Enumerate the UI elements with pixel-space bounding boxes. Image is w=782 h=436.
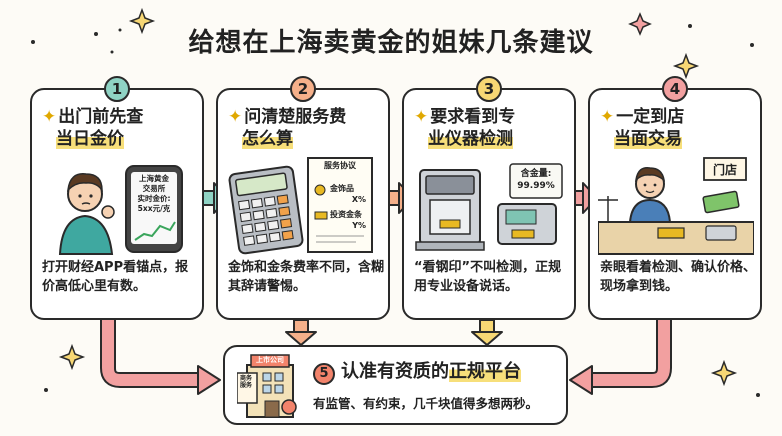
step-desc-2: 金饰和金条费率不同，含糊其辞请警惕。 bbox=[228, 260, 385, 294]
sparkle-icon: ✦ bbox=[228, 107, 243, 127]
sparkle-star-top-right bbox=[628, 12, 652, 36]
step-desc-1: 打开财经APP看锚点，报价高低心里有数。 bbox=[42, 260, 189, 294]
step-heading-4-line1: 一定到店 bbox=[616, 107, 685, 127]
building-plate-text: 商务服务 bbox=[239, 375, 252, 389]
arrow-3-down bbox=[471, 319, 503, 346]
illustration-store-counter: 门店 bbox=[597, 156, 755, 256]
step-heading-2-line2: 怎么算 bbox=[242, 129, 293, 149]
arrow-2-down bbox=[285, 319, 317, 346]
step-badge-3: 3 bbox=[476, 76, 502, 102]
step-desc-3: “看钢印”不叫检测，正规用专业设备说话。 bbox=[414, 260, 562, 294]
illustration-person-with-phone: 上海黄金 交易所 实时金价: 5xx元/克 bbox=[40, 156, 196, 256]
step-heading-2-line1: 问清楚服务费 bbox=[244, 107, 347, 127]
sparkle-icon: ✦ bbox=[42, 107, 57, 127]
illustration-testing-machine: 含金量: 99.99% bbox=[412, 156, 568, 256]
step-card-4: 4 ✦一定到店 当面交易 门店 亲眼看着检测、确认价格、现场拿到钱。 bbox=[588, 76, 762, 320]
phone-text-line4: 5xx元/克 bbox=[137, 204, 171, 213]
purity-label: 含金量: bbox=[520, 169, 552, 179]
sparkle-star-bottom-left bbox=[58, 343, 86, 371]
step-heading-3: ✦要求看到专 业仪器检测 bbox=[414, 106, 570, 150]
arrow-4-to-final bbox=[569, 320, 672, 395]
store-sign-text: 门店 bbox=[712, 163, 737, 177]
agreement-item-2: 投资金条 bbox=[330, 210, 362, 219]
agreement-rate-2: Y% bbox=[352, 221, 366, 230]
page-title: 给想在上海卖黄金的姐妹几条建议 bbox=[188, 28, 594, 58]
final-heading-prefix: 认准有资质的 bbox=[341, 361, 449, 382]
sparkle-icon: ✦ bbox=[600, 107, 615, 127]
purity-value: 99.99% bbox=[517, 181, 555, 191]
sparkle-star-right bbox=[672, 52, 700, 80]
step-card-3: 3 ✦要求看到专 业仪器检测 含金量: 99.99% “看钢印”不叫检测，正规用… bbox=[402, 76, 576, 320]
building-icon bbox=[237, 354, 297, 418]
phone-text-line3: 实时金价: bbox=[137, 194, 171, 203]
final-heading: 5 认准有资质的正规平台 bbox=[313, 357, 521, 385]
step-badge-2: 2 bbox=[290, 76, 316, 102]
arrow-1-to-final bbox=[100, 320, 221, 395]
sparkle-icon: ✦ bbox=[414, 107, 429, 127]
step-heading-2: ✦问清楚服务费 怎么算 bbox=[228, 106, 384, 150]
step-badge-1: 1 bbox=[104, 76, 130, 102]
step-heading-4-line2: 当面交易 bbox=[614, 129, 682, 149]
step-badge-4: 4 bbox=[662, 76, 688, 102]
illustration-calculator-and-agreement: 服务协议 金饰品 X% 投资金条 Y% bbox=[226, 156, 382, 256]
step-desc-4: 亲眼看着检测、确认价格、现场拿到钱。 bbox=[600, 260, 757, 294]
building-sign-text: 上市公司 bbox=[256, 356, 284, 364]
step-heading-1-line2: 当日金价 bbox=[56, 129, 124, 149]
sparkle-star-top-left bbox=[128, 7, 156, 35]
final-heading-highlight: 正规平台 bbox=[449, 361, 521, 382]
phone-text-line2: 交易所 bbox=[142, 184, 166, 193]
step-heading-3-line2: 业仪器检测 bbox=[428, 129, 513, 149]
step-card-2: 2 ✦问清楚服务费 怎么算 服务协议 金饰品 X% 投资金条 bbox=[216, 76, 390, 320]
final-recommendation-card: 上市公司 商务服务 5 认准有资质的正规平台 有监管、有约束，几千块值得多想两秒。 bbox=[223, 345, 568, 425]
sparkle-star-bottom-right bbox=[710, 359, 738, 387]
step-card-1: 1 ✦出门前先查 当日金价 上海黄金 交易所 实时金价: 5xx元/克 打开财经… bbox=[30, 76, 204, 320]
final-desc: 有监管、有约束，几千块值得多想两秒。 bbox=[313, 396, 539, 411]
sparkle-dots bbox=[31, 24, 760, 397]
step-heading-3-line1: 要求看到专 bbox=[430, 107, 516, 127]
agreement-title: 服务协议 bbox=[324, 161, 356, 170]
agreement-item-1: 金饰品 bbox=[330, 184, 354, 193]
phone-text-line1: 上海黄金 bbox=[139, 174, 169, 183]
agreement-rate-1: X% bbox=[351, 195, 366, 204]
step-heading-1-line1: 出门前先查 bbox=[58, 107, 144, 127]
step-heading-1: ✦出门前先查 当日金价 bbox=[42, 106, 198, 150]
step-heading-4: ✦一定到店 当面交易 bbox=[600, 106, 756, 150]
final-badge: 5 bbox=[313, 363, 335, 385]
